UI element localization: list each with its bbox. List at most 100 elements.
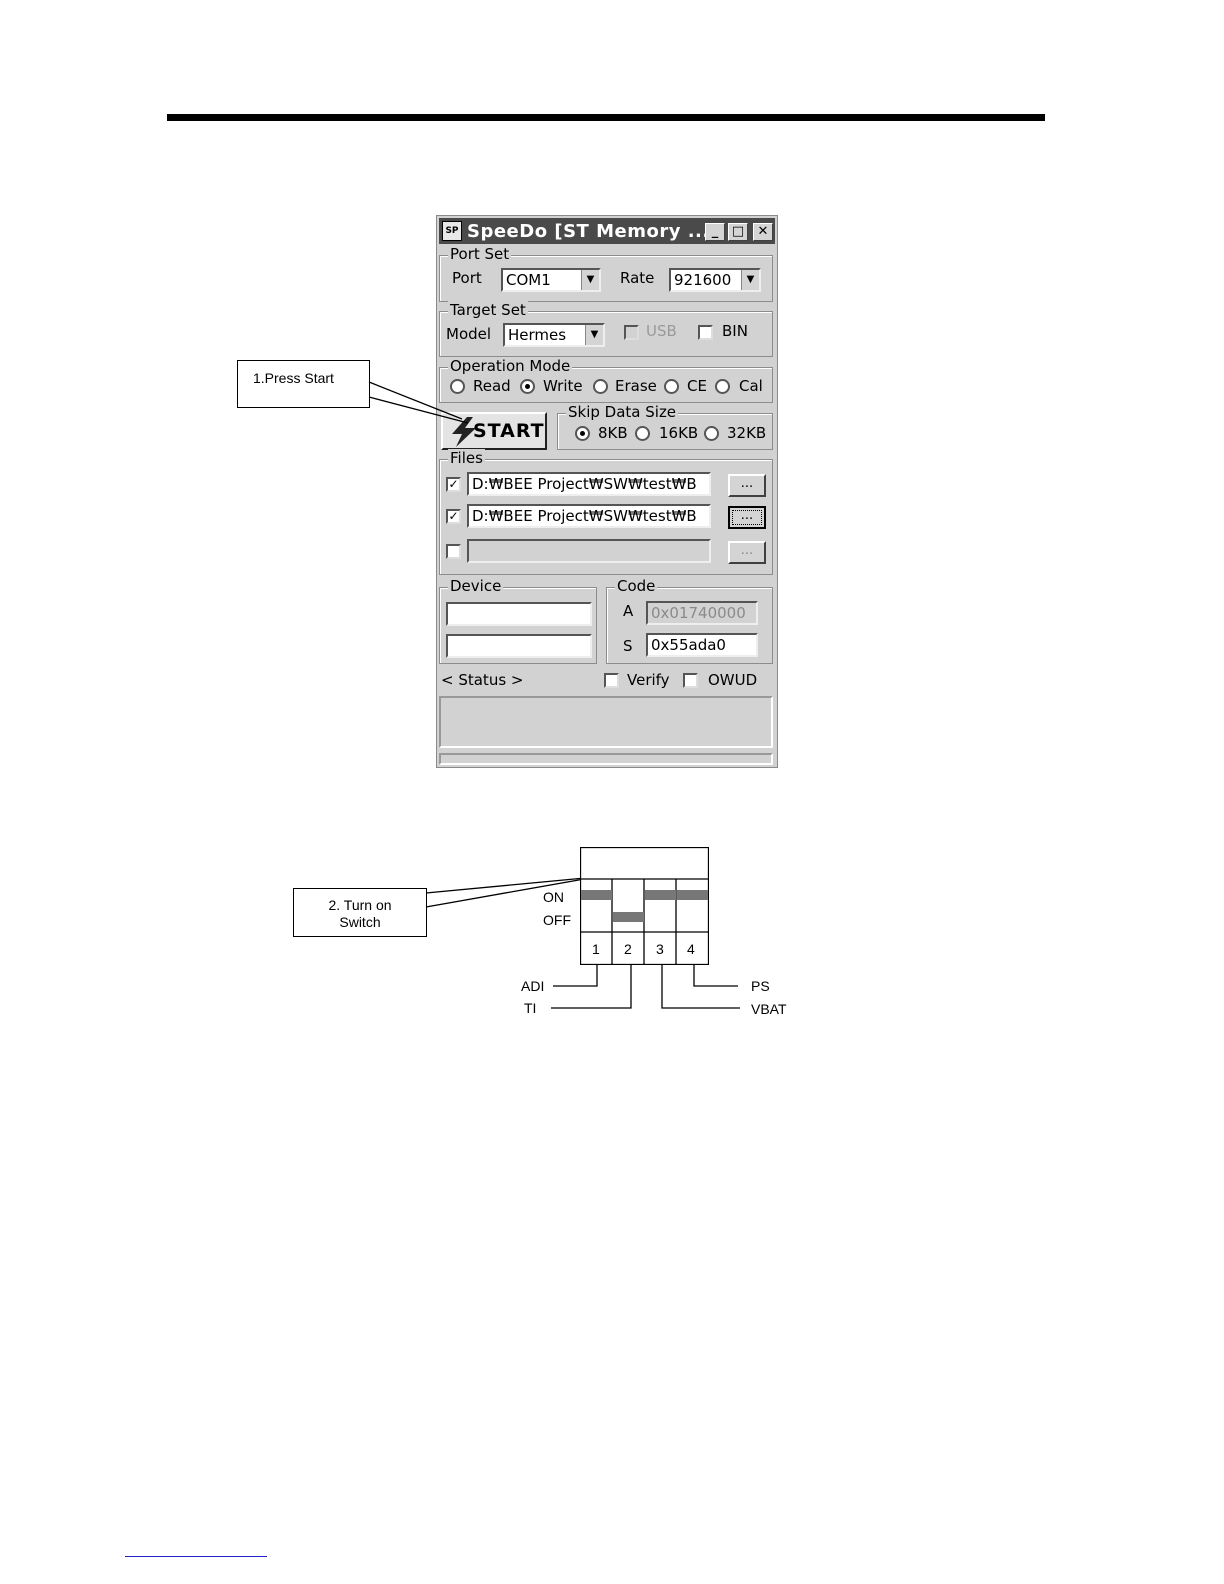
radio-8kb[interactable] (575, 426, 590, 441)
target-set-group: Target Set Model Hermes ▼ USB BIN (439, 301, 773, 357)
code-a-label: A (623, 602, 634, 620)
port-value: COM1 (506, 271, 551, 289)
bin-label: BIN (722, 322, 748, 340)
device-field-2[interactable] (446, 634, 592, 658)
bin-checkbox[interactable] (698, 325, 713, 340)
operation-mode-legend: Operation Mode (448, 357, 573, 375)
radio-8kb-label: 8KB (598, 424, 628, 442)
file3-browse-button[interactable]: ... (728, 541, 766, 564)
on-label: ON (543, 889, 564, 905)
port-select[interactable]: COM1 ▼ (501, 268, 601, 292)
device-legend: Device (448, 577, 504, 595)
code-s-label: S (623, 637, 633, 655)
file3-checkbox[interactable] (446, 544, 461, 559)
verify-label: Verify (627, 671, 670, 689)
rate-label: Rate (620, 269, 655, 287)
radio-write-label: Write (543, 377, 583, 395)
chevron-down-icon[interactable]: ▼ (741, 270, 759, 290)
maximize-button[interactable]: □ (728, 223, 748, 241)
radio-ce-label: CE (687, 377, 707, 395)
switch-1-lever (581, 890, 612, 900)
model-select[interactable]: Hermes ▼ (503, 323, 605, 347)
callout-line-2: Switch (339, 914, 381, 930)
switch-number-2: 2 (624, 941, 632, 957)
skip-data-size-legend: Skip Data Size (566, 403, 679, 421)
radio-write[interactable] (520, 379, 535, 394)
usb-checkbox[interactable] (624, 325, 639, 340)
radio-16kb-label: 16KB (659, 424, 699, 442)
skip-data-size-group: Skip Data Size 8KB 16KB 32KB (557, 403, 773, 450)
status-label: < Status > (441, 671, 524, 689)
callout-press-start: 1.Press Start (237, 360, 370, 408)
start-button[interactable]: START (441, 412, 547, 450)
switch-number-1: 1 (592, 941, 600, 957)
vbat-label: VBAT (751, 1001, 787, 1017)
file1-checkbox[interactable]: ✓ (446, 477, 461, 492)
target-set-legend: Target Set (448, 301, 528, 319)
code-a-value: 0x01740000 (651, 604, 746, 622)
radio-32kb[interactable] (704, 426, 719, 441)
code-s-value: 0x55ada0 (651, 636, 726, 654)
radio-ce[interactable] (664, 379, 679, 394)
off-label: OFF (543, 912, 571, 928)
switch-number-3: 3 (656, 941, 664, 957)
operation-mode-group: Operation Mode Read Write Erase CE Cal (439, 357, 773, 403)
radio-dot (580, 431, 585, 436)
verify-checkbox[interactable] (604, 673, 619, 688)
file2-browse-button[interactable]: ... (728, 506, 766, 529)
chevron-down-icon[interactable]: ▼ (585, 325, 603, 345)
radio-read[interactable] (450, 379, 465, 394)
files-group: Files ✓ D:₩BEE Project₩SW₩test₩B ... ✓ D… (439, 449, 773, 575)
device-group: Device (439, 577, 597, 664)
file3-path-input[interactable] (467, 539, 711, 563)
file2-checkbox[interactable]: ✓ (446, 509, 461, 524)
footer-link-underline (125, 1556, 267, 1557)
app-icon: SP (442, 221, 462, 241)
switch-2-lever (613, 912, 644, 922)
owud-checkbox[interactable] (683, 673, 698, 688)
top-rule (167, 114, 1045, 121)
radio-cal[interactable] (715, 379, 730, 394)
dip-switch-body (580, 847, 709, 965)
callout-press-start-text: 1.Press Start (253, 370, 334, 386)
ps-label: PS (751, 978, 770, 994)
code-s-field[interactable]: 0x55ada0 (646, 633, 758, 657)
code-legend: Code (615, 577, 658, 595)
files-legend: Files (448, 449, 485, 467)
radio-32kb-label: 32KB (727, 424, 767, 442)
file2-path-input[interactable]: D:₩BEE Project₩SW₩test₩B (467, 504, 711, 528)
file1-path: D:₩BEE Project₩SW₩test₩B (472, 475, 697, 493)
radio-read-label: Read (473, 377, 511, 395)
minimize-button[interactable]: _ (705, 223, 725, 241)
rate-select[interactable]: 921600 ▼ (669, 268, 761, 292)
file1-browse-button[interactable]: ... (728, 474, 766, 497)
port-label: Port (452, 269, 482, 287)
radio-16kb[interactable] (635, 426, 650, 441)
radio-dot (525, 384, 530, 389)
status-display (439, 696, 773, 748)
file1-path-input[interactable]: D:₩BEE Project₩SW₩test₩B (467, 472, 711, 496)
window-title: SpeeDo [ST Memory ... (467, 221, 710, 242)
switch-number-4: 4 (687, 941, 695, 957)
ti-label: TI (524, 1000, 537, 1016)
speedo-window: SP SpeeDo [ST Memory ... _ □ ✕ Port Set … (436, 215, 778, 768)
close-button[interactable]: ✕ (753, 223, 773, 241)
file2-path: D:₩BEE Project₩SW₩test₩B (472, 507, 697, 525)
title-bar[interactable]: SP SpeeDo [ST Memory ... _ □ ✕ (439, 218, 775, 244)
switch-4-lever (677, 890, 708, 900)
dip-switch: 1 2 3 4 (580, 847, 709, 965)
model-value: Hermes (508, 326, 567, 344)
port-set-legend: Port Set (448, 245, 512, 263)
port-set-group: Port Set Port COM1 ▼ Rate 921600 ▼ (439, 245, 773, 302)
device-field-1[interactable] (446, 602, 592, 626)
adi-label: ADI (521, 978, 545, 994)
owud-label: OWUD (708, 671, 758, 689)
chevron-down-icon[interactable]: ▼ (581, 270, 599, 290)
code-a-field[interactable]: 0x01740000 (646, 601, 758, 625)
radio-cal-label: Cal (739, 377, 763, 395)
radio-erase[interactable] (593, 379, 608, 394)
switch-3-lever (645, 890, 676, 900)
callout-line-1: 2. Turn on (328, 897, 392, 913)
